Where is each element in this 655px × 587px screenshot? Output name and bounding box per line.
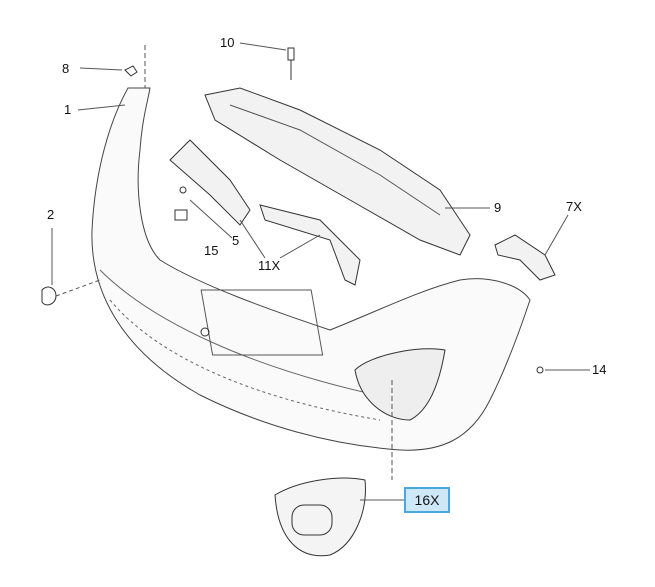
bracket-part-7x bbox=[494, 234, 556, 281]
clip-part-15 bbox=[174, 209, 188, 221]
callout-11x: 11X bbox=[258, 258, 281, 273]
callout-8: 8 bbox=[62, 61, 70, 76]
bracket-part-5 bbox=[169, 139, 251, 226]
callout-10: 10 bbox=[220, 35, 235, 50]
callout-2: 2 bbox=[47, 207, 55, 222]
screw-part-15 bbox=[179, 186, 187, 194]
callout-5: 5 bbox=[232, 233, 240, 248]
clip-part-8 bbox=[124, 65, 138, 77]
callout-1: 1 bbox=[64, 102, 72, 117]
cap-part-2 bbox=[41, 286, 57, 306]
callout-16x-highlighted[interactable]: 16X bbox=[404, 487, 450, 513]
callout-14: 14 bbox=[592, 362, 607, 377]
fog-cover-part-16x bbox=[274, 477, 366, 557]
callout-15: 15 bbox=[204, 243, 219, 258]
screw-part-14 bbox=[536, 366, 544, 374]
screw-part-10 bbox=[287, 47, 295, 80]
bracket-part-11x bbox=[259, 204, 361, 286]
callout-9: 9 bbox=[494, 200, 502, 215]
callout-7x: 7X bbox=[566, 199, 582, 214]
absorber-part-9 bbox=[204, 87, 471, 256]
